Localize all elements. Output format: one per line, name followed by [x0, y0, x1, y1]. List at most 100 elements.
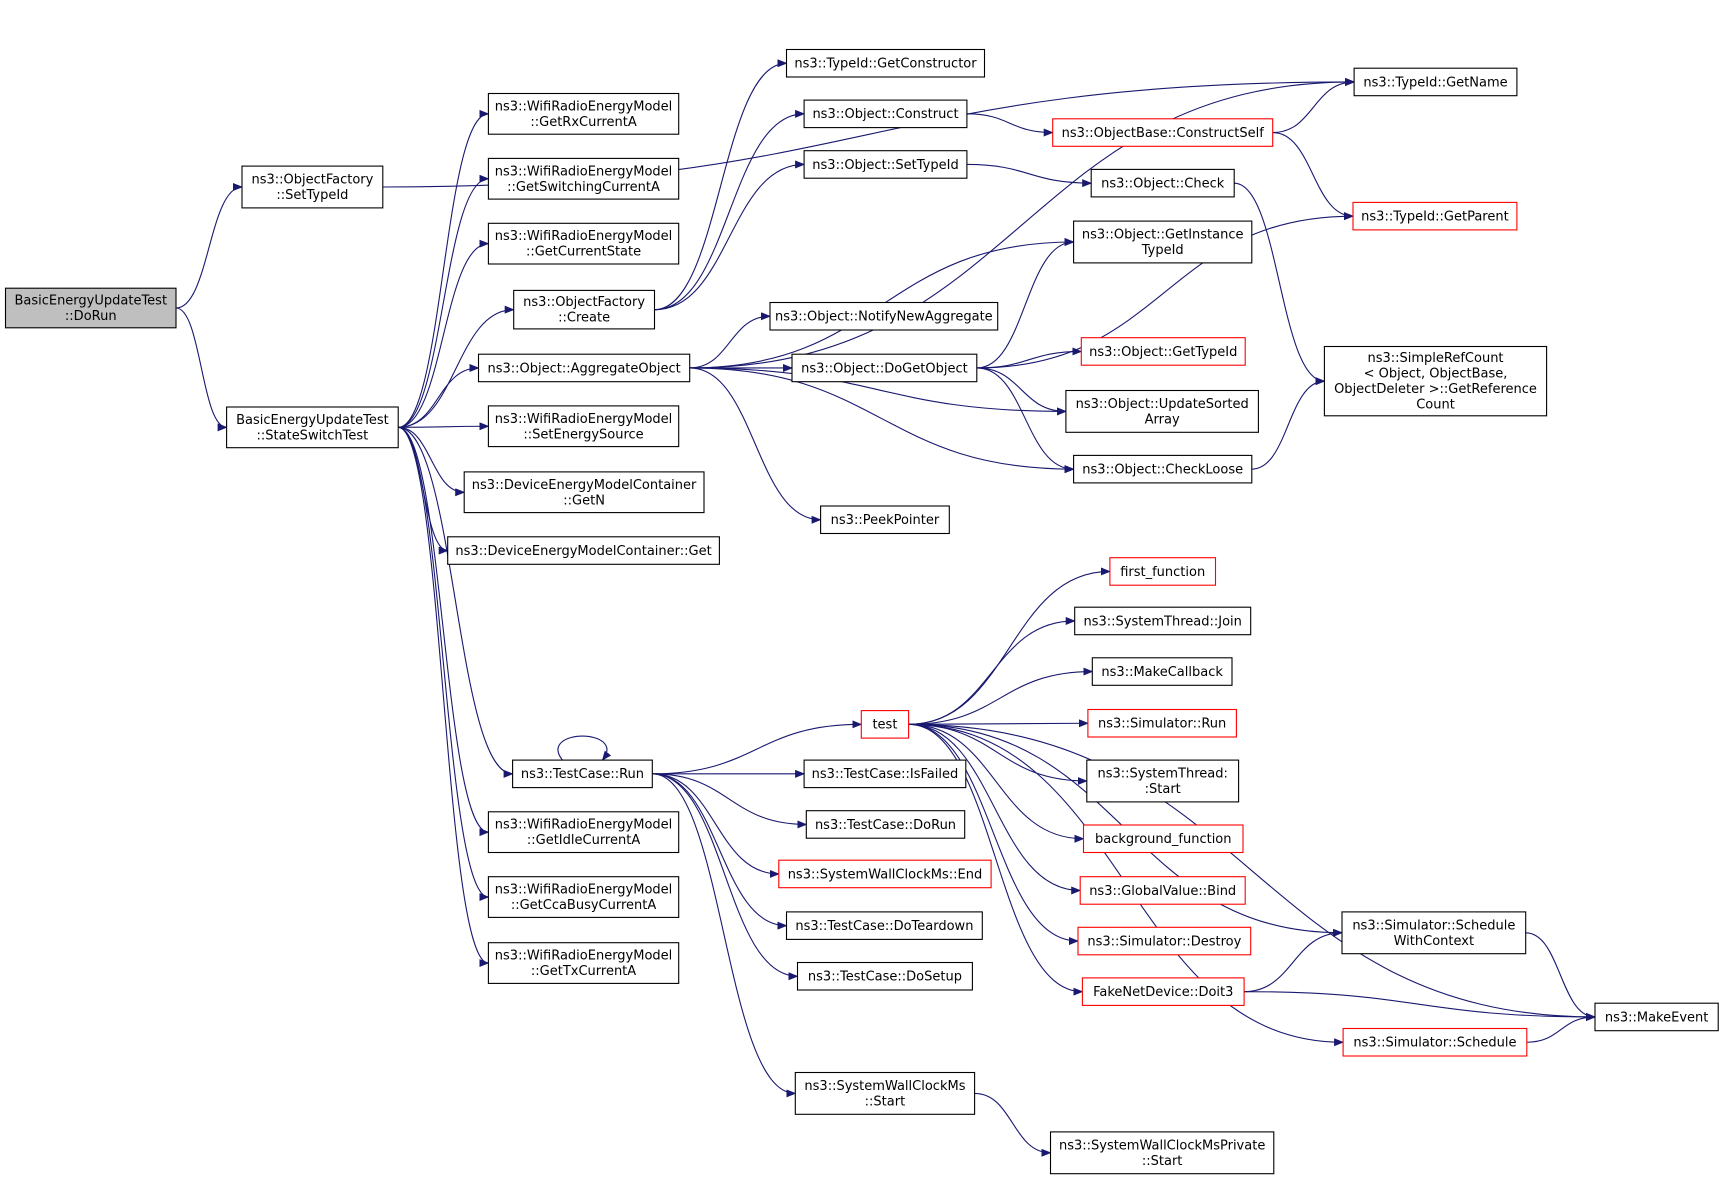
- node-box: [487, 157, 680, 200]
- edge-dogetobject-to-gettypeid: [976, 347, 1083, 369]
- node-box: [1109, 557, 1217, 586]
- node-check[interactable]: ns3::Object::Check: [1090, 168, 1235, 198]
- node-gettypeid[interactable]: ns3::Object::GetTypeId: [1080, 337, 1246, 366]
- node-aggregate[interactable]: ns3::Object::AggregateObject: [477, 353, 691, 383]
- edge-sst-to-aggregate: [398, 363, 480, 428]
- node-tx[interactable]: ns3::WifiRadioEnergyModel::GetTxCurrentA: [487, 942, 680, 984]
- node-dogetobject[interactable]: ns3::Object::DoGetObject: [791, 353, 978, 383]
- node-label-line: ::GetIdleCurrentA: [527, 833, 640, 848]
- node-label-line: WithContext: [1394, 934, 1474, 949]
- node-label-line: ns3::Simulator::Run: [1098, 717, 1226, 732]
- node-tc-dorun[interactable]: ns3::TestCase::DoRun: [805, 810, 966, 839]
- node-obj-settypeid[interactable]: ns3::Object::SetTypeId: [803, 150, 968, 179]
- node-box: [241, 165, 384, 209]
- node-join[interactable]: ns3::SystemThread::Join: [1074, 606, 1252, 636]
- node-swc-start[interactable]: ns3::SystemWallClockMs::Start: [794, 1071, 976, 1115]
- node-box: [820, 505, 950, 535]
- node-box: [796, 961, 973, 991]
- edge-doit3-to-schedctx: [1244, 928, 1343, 993]
- node-label-line: test: [872, 718, 897, 733]
- node-gvbind[interactable]: ns3::GlobalValue::Bind: [1079, 876, 1246, 905]
- node-schedule[interactable]: ns3::Simulator::Schedule: [1342, 1027, 1528, 1057]
- node-cca[interactable]: ns3::WifiRadioEnergyModel::GetCcaBusyCur…: [487, 876, 680, 918]
- node-box: [1049, 1131, 1275, 1175]
- node-label-line: TypeId: [1141, 243, 1184, 258]
- node-label-line: ::SetTypeId: [276, 188, 348, 203]
- node-label-line: ns3::DeviceEnergyModelContainer: [472, 478, 697, 493]
- edge-test-to-doit3: [908, 723, 1084, 996]
- node-setsrc[interactable]: ns3::WifiRadioEnergyModel::SetEnergySour…: [487, 405, 680, 448]
- node-setup[interactable]: ns3::TestCase::DoSetup: [796, 961, 973, 991]
- node-box: [487, 405, 680, 448]
- node-peek[interactable]: ns3::PeekPointer: [820, 505, 950, 535]
- node-box: [791, 353, 978, 383]
- node-dorun[interactable]: BasicEnergyUpdateTest::DoRun: [4, 287, 177, 329]
- node-getn[interactable]: ns3::DeviceEnergyModelContainer::GetN: [463, 471, 705, 514]
- node-box: [1323, 345, 1548, 417]
- node-tc-run[interactable]: ns3::TestCase::Run: [512, 759, 653, 789]
- node-st-start[interactable]: ns3::SystemThread::Start: [1086, 759, 1240, 803]
- node-label-line: ::Create: [558, 311, 610, 326]
- node-notify[interactable]: ns3::Object::NotifyNewAggregate: [769, 301, 999, 331]
- node-getrx[interactable]: ns3::WifiRadioEnergyModel::GetRxCurrentA: [487, 92, 680, 135]
- node-box: [1081, 977, 1245, 1006]
- edge-dogetobject-to-getparent: [976, 212, 1354, 369]
- node-bg[interactable]: background_function: [1082, 824, 1244, 854]
- node-of-create[interactable]: ns3::ObjectFactory::Create: [513, 289, 656, 330]
- node-box: [487, 942, 680, 984]
- node-box: [1086, 759, 1240, 803]
- node-doit3[interactable]: FakeNetDevice::Doit3: [1081, 977, 1245, 1006]
- node-label-line: ns3::WifiRadioEnergyModel: [495, 949, 673, 964]
- node-dem-get[interactable]: ns3::DeviceEnergyModelContainer::Get: [447, 536, 720, 565]
- node-label-line: ::StateSwitchTest: [257, 428, 369, 443]
- node-destroy[interactable]: ns3::Simulator::Destroy: [1077, 926, 1252, 956]
- node-getparent[interactable]: ns3::TypeId::GetParent: [1352, 201, 1518, 231]
- node-of-settypeid[interactable]: ns3::ObjectFactory::SetTypeId: [241, 165, 384, 209]
- node-getctor[interactable]: ns3::TypeId::GetConstructor: [785, 48, 986, 78]
- edge-sst-to-getn: [398, 426, 466, 497]
- edge-obj-settypeid-to-check: [966, 163, 1093, 188]
- node-box: [447, 536, 720, 565]
- edge-test-to-makeevent: [908, 723, 1596, 1021]
- node-isfailed[interactable]: ns3::TestCase::IsFailed: [803, 759, 967, 789]
- edge-of-create-to-obj-settypeid: [654, 160, 806, 311]
- node-makecb[interactable]: ns3::MakeCallback: [1091, 657, 1233, 686]
- node-label-line: ::GetN: [563, 493, 605, 508]
- node-label-line: ns3::WifiRadioEnergyModel: [495, 883, 673, 898]
- node-getsw[interactable]: ns3::WifiRadioEnergyModel::GetSwitchingC…: [487, 157, 680, 200]
- node-box: [794, 1071, 976, 1115]
- node-box: [1352, 201, 1518, 231]
- node-getname[interactable]: ns3::TypeId::GetName: [1353, 67, 1518, 97]
- node-label-line: ns3::TypeId::GetParent: [1361, 209, 1509, 224]
- node-first[interactable]: first_function: [1109, 557, 1217, 586]
- node-label-line: ns3::Object::Check: [1101, 176, 1225, 191]
- edge-tc-run-to-teardown: [652, 773, 788, 930]
- node-getcs[interactable]: ns3::WifiRadioEnergyModel::GetCurrentSta…: [487, 222, 680, 265]
- node-construct[interactable]: ns3::Object::Construct: [803, 99, 968, 129]
- node-constructself[interactable]: ns3::ObjectBase::ConstructSelf: [1052, 118, 1274, 147]
- node-simplerefcount[interactable]: ns3::SimpleRefCount< Object, ObjectBase,…: [1323, 345, 1548, 417]
- node-simrun[interactable]: ns3::Simulator::Run: [1087, 708, 1237, 738]
- node-label-line: ::GetSwitchingCurrentA: [507, 180, 660, 195]
- node-idle[interactable]: ns3::WifiRadioEnergyModel::GetIdleCurren…: [487, 811, 680, 854]
- edge-sst-to-tx: [398, 426, 490, 967]
- node-sst[interactable]: BasicEnergyUpdateTest::StateSwitchTest: [226, 406, 399, 449]
- node-makeevent[interactable]: ns3::MakeEvent: [1594, 1002, 1719, 1032]
- node-swc-end[interactable]: ns3::SystemWallClockMs::End: [778, 859, 992, 889]
- node-box: [4, 287, 177, 329]
- node-label-line: ns3::TypeId::GetConstructor: [794, 57, 977, 72]
- node-teardown[interactable]: ns3::TestCase::DoTeardown: [785, 911, 983, 940]
- node-label-line: ::SetEnergySource: [523, 427, 643, 442]
- node-box: [1073, 220, 1253, 264]
- node-swcp-start[interactable]: ns3::SystemWallClockMsPrivate::Start: [1049, 1131, 1275, 1175]
- node-label-line: ns3::TestCase::Run: [521, 767, 644, 782]
- node-test[interactable]: test: [860, 710, 910, 739]
- node-label-line: ns3::SystemWallClockMsPrivate: [1059, 1138, 1265, 1153]
- edge-of-create-to-construct: [654, 109, 806, 311]
- node-checkloose[interactable]: ns3::Object::CheckLoose: [1073, 454, 1253, 484]
- node-box: [803, 99, 968, 129]
- node-box: [1087, 708, 1237, 738]
